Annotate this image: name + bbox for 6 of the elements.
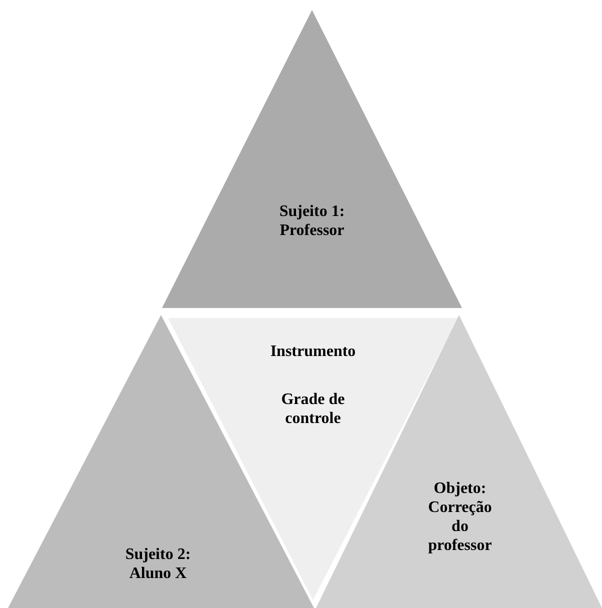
heading-text: Instrumento — [269, 342, 357, 361]
triangle-label: Objeto: Correção do professor — [427, 479, 493, 555]
triangle-label: Sujeito 1: Professor — [278, 202, 346, 240]
triangle-label: Sujeito 2: Aluno X — [124, 545, 192, 583]
triangle-shape — [162, 10, 462, 308]
triangle-label: Grade de controle — [280, 390, 346, 428]
